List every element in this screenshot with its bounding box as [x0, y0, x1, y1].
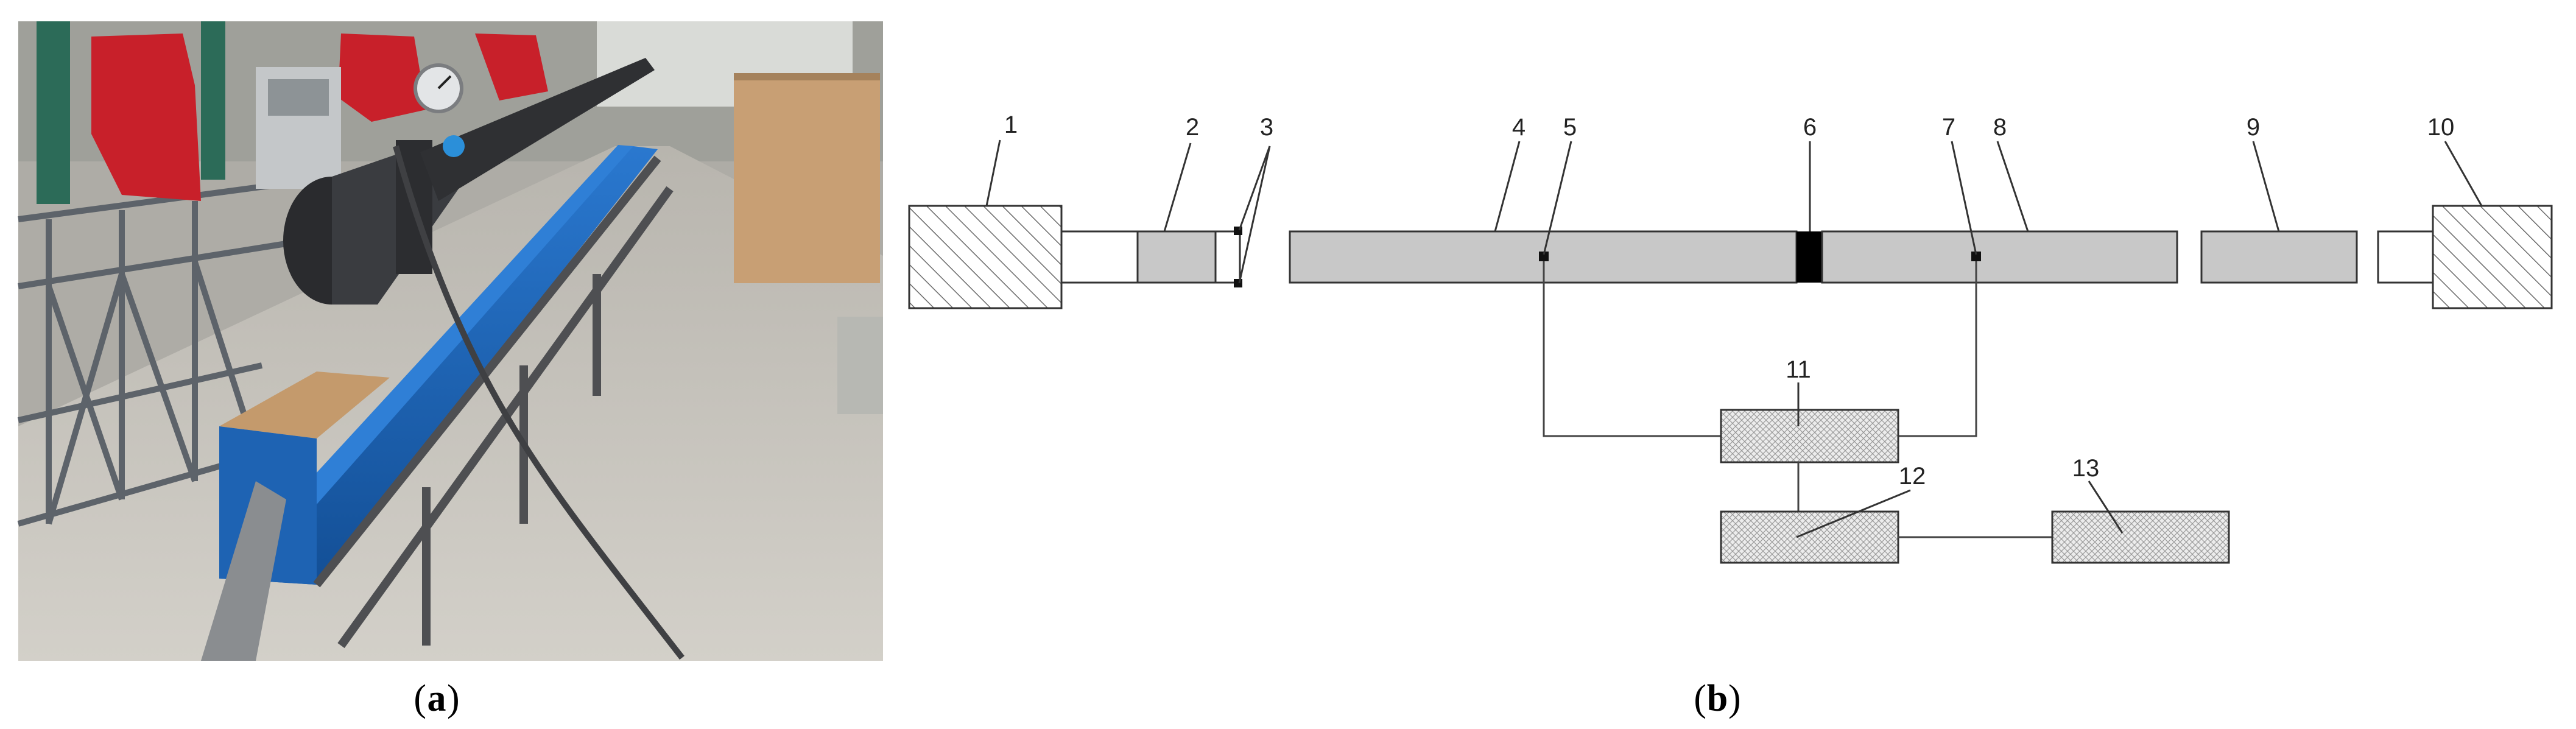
- shpb-schematic: 1 2 3 4 5 6 7 8 9 10 11 12 13: [908, 111, 2553, 564]
- caption-a-close: ): [447, 678, 460, 719]
- label-9: 9: [2247, 114, 2260, 141]
- photo-green-column: [37, 21, 70, 204]
- photo-plywood-board: [734, 73, 880, 283]
- photo-red-cover: [475, 33, 548, 100]
- photo-cabinet-panel: [268, 79, 329, 116]
- component-5-strain-gauge: [1539, 252, 1549, 261]
- label-2: 2: [1186, 114, 1199, 141]
- photo-wood-block: [219, 372, 390, 438]
- photo-red-cover: [338, 33, 426, 122]
- component-2-striker: [1136, 230, 1217, 284]
- connector-1-2: [1060, 230, 1139, 284]
- component-10-hatched-block: [2432, 205, 2553, 309]
- label-10: 10: [2427, 114, 2455, 141]
- caption-a-open: (: [413, 678, 426, 719]
- component-13-computer: [2051, 510, 2230, 564]
- photo-blue-knob: [443, 135, 465, 157]
- caption-b-close: ): [1728, 678, 1741, 719]
- photo-launch-tube: [420, 58, 655, 201]
- label-5: 5: [1563, 114, 1577, 141]
- photo-plywood-edge: [734, 73, 880, 80]
- component-2-tube: [1214, 230, 1241, 284]
- label-3: 3: [1260, 114, 1273, 141]
- caption-b-letter: b: [1707, 678, 1728, 719]
- apparatus-photo: [17, 21, 883, 661]
- component-9-absorption-bar: [2200, 230, 2358, 284]
- photo-front-bracket: [201, 481, 286, 661]
- wire-gauge-7-to-11: [1898, 261, 1977, 437]
- label-8: 8: [1993, 114, 2007, 141]
- component-1-hatched-block: [908, 205, 1063, 309]
- leader-lines: [985, 139, 2483, 538]
- label-13: 13: [2072, 455, 2100, 482]
- wire-gauge-5-to-11: [1543, 261, 1721, 437]
- component-11-amplifier: [1720, 409, 1899, 463]
- photo-gauge-needle: [437, 75, 452, 90]
- photo-blue-rail-top: [219, 145, 633, 579]
- label-11: 11: [1786, 356, 1811, 383]
- label-1: 1: [1004, 111, 1018, 138]
- label-7: 7: [1942, 114, 1955, 141]
- component-6-specimen: [1797, 231, 1822, 283]
- photo-hose: [393, 145, 684, 660]
- photo-red-cover: [91, 33, 201, 201]
- photo-green-column: [201, 21, 225, 180]
- component-3-sensor-bottom: [1234, 279, 1242, 287]
- label-6: 6: [1803, 114, 1817, 141]
- component-8-transmission-bar: [1821, 230, 2178, 284]
- component-7-strain-gauge: [1971, 252, 1981, 261]
- connector-9-10: [2377, 230, 2434, 284]
- label-4: 4: [1512, 114, 1526, 141]
- caption-a-letter: a: [428, 678, 446, 719]
- label-12: 12: [1899, 463, 1926, 490]
- photo-brick-stack: [837, 317, 883, 414]
- caption-b-open: (: [1694, 678, 1706, 719]
- component-12-oscilloscope: [1720, 510, 1899, 564]
